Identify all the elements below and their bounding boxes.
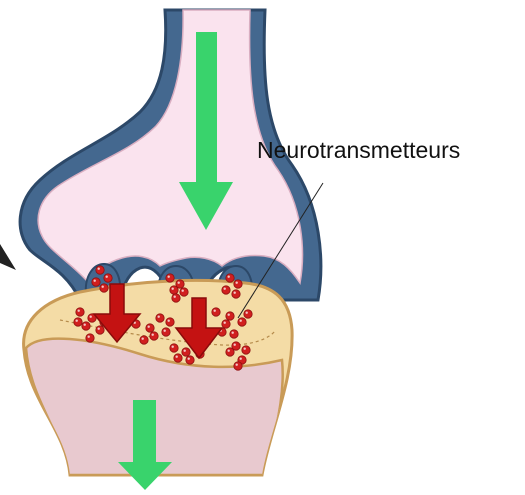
neurotransmitter-highlight — [148, 326, 150, 328]
neurotransmitter-highlight — [90, 316, 92, 318]
neurotransmitter-highlight — [84, 324, 86, 326]
neurotransmitter-highlight — [98, 328, 100, 330]
neurotransmitter-highlight — [172, 288, 174, 290]
neurotransmitter-dot — [182, 348, 190, 356]
neurotransmitter-dot — [76, 308, 84, 316]
neurotransmitter-dot — [166, 274, 174, 282]
neurotransmitter-dot — [226, 348, 234, 356]
neurotransmitter-dot — [150, 332, 158, 340]
neurotransmitter-highlight — [224, 322, 226, 324]
neurotransmitter-highlight — [182, 290, 184, 292]
neurotransmitter-dot — [166, 318, 174, 326]
neurotransmitter-dot — [100, 284, 108, 292]
neurotransmitter-highlight — [224, 288, 226, 290]
neurotransmitter-dot — [92, 278, 100, 286]
neurotransmitter-highlight — [78, 310, 80, 312]
neurotransmitter-highlight — [236, 364, 238, 366]
neurotransmitter-dot — [172, 294, 180, 302]
neurotransmitter-highlight — [240, 358, 242, 360]
neurotransmitter-highlight — [240, 320, 242, 322]
neurotransmitter-dot — [86, 334, 94, 342]
neurotransmitter-dot — [238, 318, 246, 326]
neurotransmitter-dot — [162, 328, 170, 336]
neurotransmitter-highlight — [232, 332, 234, 334]
neurotransmitter-dot — [174, 354, 182, 362]
neurotransmitter-dot — [82, 322, 90, 330]
neurotransmitter-highlight — [174, 296, 176, 298]
neurotransmitter-dot — [74, 318, 82, 326]
neurotransmitter-highlight — [236, 282, 238, 284]
neurotransmitter-highlight — [228, 276, 230, 278]
neurotransmitter-highlight — [244, 348, 246, 350]
neurotransmitter-highlight — [188, 358, 190, 360]
neurotransmitter-highlight — [234, 292, 236, 294]
neurotransmitter-dot — [244, 310, 252, 318]
neurotransmitter-highlight — [98, 268, 100, 270]
neurotransmitter-dot — [146, 324, 154, 332]
neurotransmitter-highlight — [102, 286, 104, 288]
neurotransmitter-dot — [226, 274, 234, 282]
neurotransmitter-highlight — [172, 346, 174, 348]
edge-pointer-arrowhead — [0, 244, 16, 270]
neurotransmitter-highlight — [228, 314, 230, 316]
neurotransmitter-dot — [226, 312, 234, 320]
neurotransmitter-dot — [212, 308, 220, 316]
neurotransmitter-dot — [104, 274, 112, 282]
neurotransmitter-highlight — [178, 282, 180, 284]
neurotransmitter-highlight — [228, 350, 230, 352]
neurotransmitter-dot — [156, 314, 164, 322]
neurotransmitter-dot — [96, 266, 104, 274]
neurotransmitter-dot — [170, 286, 178, 294]
neurotransmitter-highlight — [88, 336, 90, 338]
neurotransmitter-highlight — [184, 350, 186, 352]
neurotransmitters-label: Neurotransmetteurs — [257, 137, 460, 164]
neurotransmitter-dot — [180, 288, 188, 296]
neurotransmitter-highlight — [234, 344, 236, 346]
neurotransmitter-highlight — [152, 334, 154, 336]
neurotransmitter-highlight — [106, 276, 108, 278]
neurotransmitter-highlight — [246, 312, 248, 314]
neurotransmitter-dot — [96, 326, 104, 334]
neurotransmitter-dot — [140, 336, 148, 344]
neurotransmitter-dot — [170, 344, 178, 352]
neurotransmitter-dot — [222, 320, 230, 328]
neurotransmitter-highlight — [168, 320, 170, 322]
neurotransmitter-dot — [186, 356, 194, 364]
neurotransmitter-highlight — [168, 276, 170, 278]
neurotransmitter-dot — [230, 330, 238, 338]
neurotransmitter-highlight — [164, 330, 166, 332]
neurotransmitter-dot — [222, 286, 230, 294]
neurotransmitter-dot — [234, 280, 242, 288]
neurotransmitter-dot — [232, 290, 240, 298]
neurotransmitter-dot — [242, 346, 250, 354]
neurotransmitter-highlight — [176, 356, 178, 358]
neurotransmitter-highlight — [76, 320, 78, 322]
neurotransmitter-highlight — [94, 280, 96, 282]
neurotransmitter-highlight — [142, 338, 144, 340]
neurotransmitter-highlight — [214, 310, 216, 312]
neurotransmitter-highlight — [158, 316, 160, 318]
neurotransmitter-dot — [234, 362, 242, 370]
